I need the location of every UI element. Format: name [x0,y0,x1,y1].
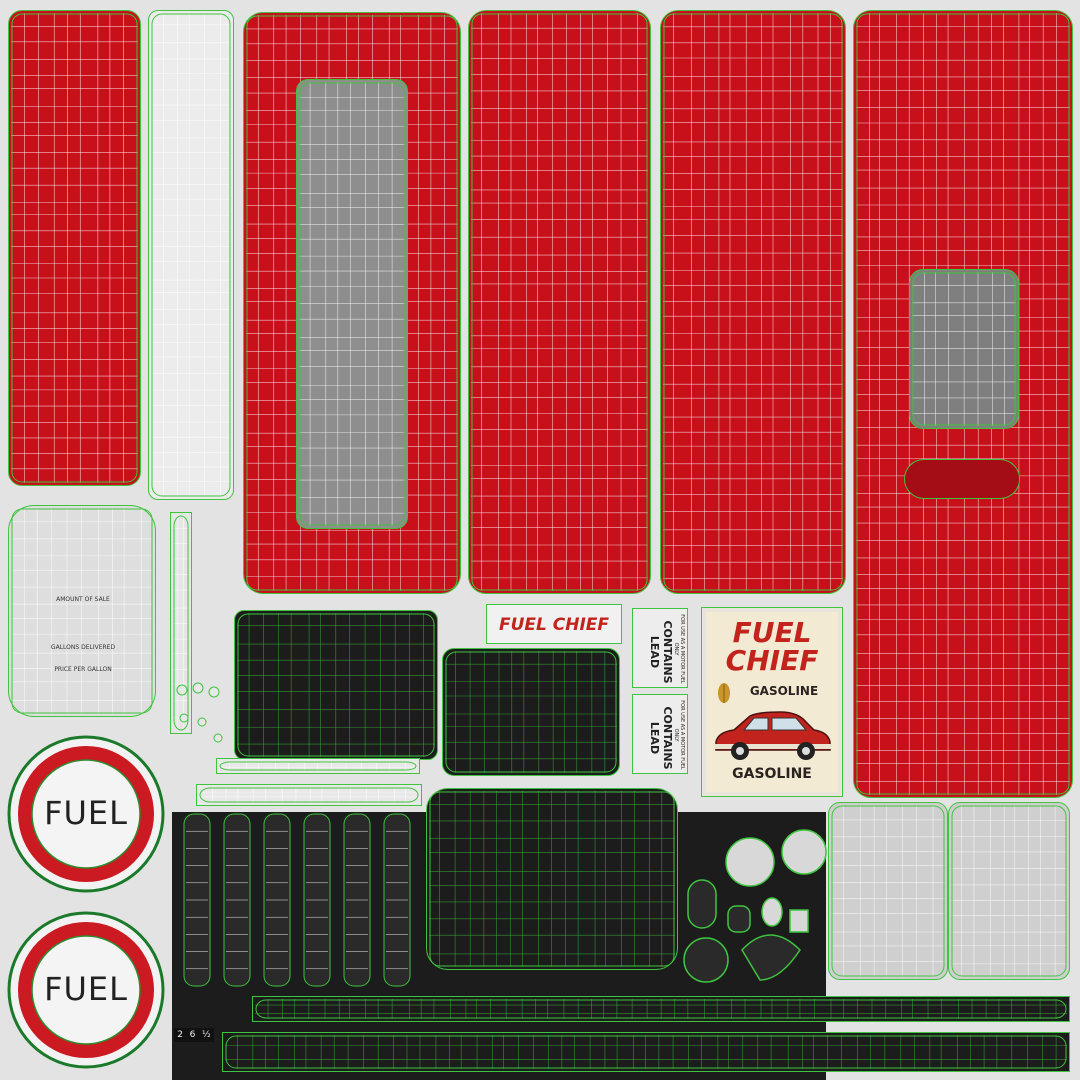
back-slot [904,459,1020,499]
rail-bottom-b [222,1032,1070,1072]
globe-2: FUEL [6,910,166,1070]
globe-rings [7,735,165,893]
parts-wireframe [299,82,405,526]
poster-gasoline-bottom: GASOLINE [732,766,812,782]
dial-face: AMOUNT OF SALE GALLONS DELIVERED PRICE P… [8,505,156,717]
dial-gallons-label: GALLONS DELIVERED [50,644,116,651]
wireframe [445,651,617,773]
lead-placard-bottom: CONTAINS LEAD FOR USE AS A MOTOR FUEL ON… [632,694,688,774]
shell-back-panel [853,10,1073,798]
fuel-chief-poster: FUEL CHIEF GASOLINE GASOLINE [701,607,843,797]
wireframe [11,13,138,483]
globe-1: FUEL [6,734,166,894]
shell-front-panel [243,12,461,594]
rail-bottom-a [252,996,1070,1022]
dark-window-frame-b [442,648,620,776]
shell-side-panel-b [660,10,846,594]
poster-title-line1: FUEL [732,616,812,649]
lead-placard-small: FOR USE AS A MOTOR FUEL ONLY [673,700,685,770]
thin-rail-vertical [170,512,192,734]
parts-window [296,79,408,529]
wireframe [151,13,231,497]
counter-digits: 2 6 ½ [174,1028,214,1042]
rail-horizontal-b [196,784,422,806]
lead-placard-small: FOR USE AS A MOTOR FUEL ONLY [673,614,685,684]
wireframe [951,805,1067,977]
lead-placard-text: CONTAINS LEAD [648,620,674,684]
poster-gasoline-top: GASOLINE [749,684,819,698]
wireframe [237,613,435,757]
wireframe [663,13,843,591]
wireframe [831,805,945,977]
round-parts [683,829,827,983]
dark-tray [426,788,678,970]
wireframe [219,761,417,771]
shell-side-panel-a [468,10,651,594]
dial-amount-label: AMOUNT OF SALE [56,596,110,603]
lead-placard-text: CONTAINS LEAD [648,706,674,770]
wireframe [255,999,1067,1019]
fuel-chief-banner: FUEL CHIEF [486,604,622,644]
vintage-car-icon [714,711,832,760]
rail-horizontal-a [216,758,420,774]
pad-a [828,802,948,980]
digit: 2 [177,1030,184,1040]
wireframe [11,508,153,714]
digit: ½ [201,1030,211,1040]
dial-price-label: PRICE PER GALLON [54,666,112,673]
wheat-icon [718,683,730,703]
globe-rings [7,911,165,1069]
poster-title-line2: CHIEF [725,644,819,677]
wireframe [429,791,675,967]
shell-white-strip [148,10,234,500]
wireframe [199,787,419,803]
lead-placard-top: CONTAINS LEAD FOR USE AS A MOTOR FUEL ON… [632,608,688,688]
bolt-parts [176,682,223,743]
back-window [909,269,1019,429]
wireframe [471,13,648,591]
digit: 6 [189,1030,196,1040]
back-window-wire [912,272,1016,426]
pad-b [948,802,1070,980]
globe-fuel-text: FUEL [44,794,128,832]
number-wheels [172,812,412,988]
shell-left-panel [8,10,141,486]
wheel-strips [183,813,411,987]
banner-text: FUEL CHIEF [498,615,610,635]
dark-window-frame-a [234,610,438,760]
wireframe [225,1035,1067,1069]
globe-fuel-text: FUEL [44,970,128,1008]
